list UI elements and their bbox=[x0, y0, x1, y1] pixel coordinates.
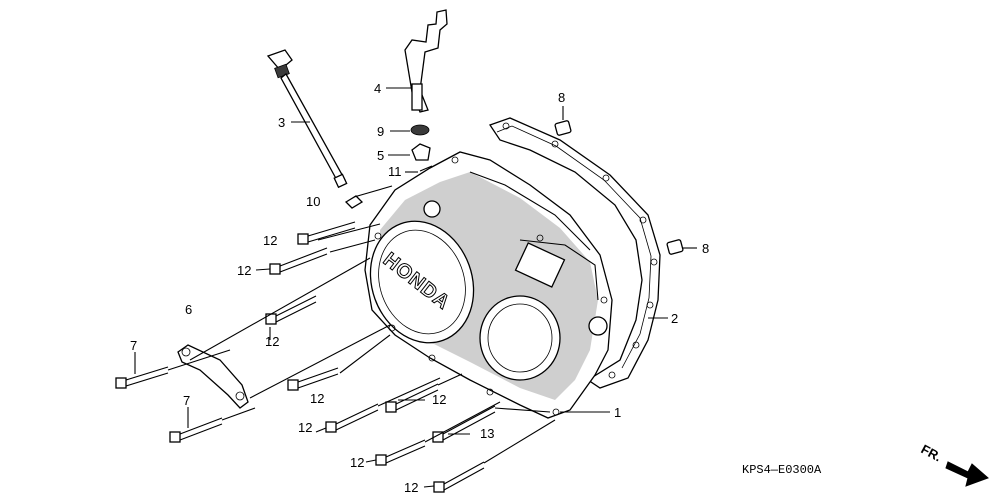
front-label: FR. bbox=[919, 441, 945, 464]
callout-3: 3 bbox=[278, 115, 285, 130]
leader-lines bbox=[134, 87, 697, 488]
callout-11: 11 bbox=[388, 164, 402, 179]
callout-labels: 3 4 9 5 11 10 8 8 2 1 6 7 7 12 12 12 12 … bbox=[130, 81, 709, 495]
bolts bbox=[115, 221, 496, 493]
bolt-13 bbox=[432, 405, 496, 443]
callout-7a: 7 bbox=[130, 338, 137, 353]
grommet-5 bbox=[411, 143, 431, 161]
callout-10: 10 bbox=[306, 194, 320, 209]
callout-1: 1 bbox=[614, 405, 621, 420]
cable-holder bbox=[404, 9, 448, 113]
callout-12g: 12 bbox=[350, 455, 364, 470]
callout-4: 4 bbox=[374, 81, 381, 96]
callout-12d: 12 bbox=[310, 391, 324, 406]
callout-8b: 8 bbox=[702, 241, 709, 256]
small-parts bbox=[344, 124, 433, 209]
bolt-12e bbox=[385, 383, 439, 413]
bolt-12f bbox=[325, 403, 379, 433]
front-arrow: FR. bbox=[919, 441, 989, 487]
callout-12c: 12 bbox=[265, 334, 279, 349]
callout-12e: 12 bbox=[432, 392, 446, 407]
pin-11 bbox=[419, 165, 433, 172]
bolt-12c bbox=[265, 295, 317, 325]
callout-12b: 12 bbox=[237, 263, 251, 278]
right-crankcase-cover: HONDA bbox=[364, 151, 613, 419]
bolt-7b bbox=[169, 417, 223, 443]
callout-2: 2 bbox=[671, 311, 678, 326]
callout-7b: 7 bbox=[183, 393, 190, 408]
front-arrow-icon bbox=[945, 461, 989, 487]
dowel-pins bbox=[554, 120, 684, 255]
callout-9: 9 bbox=[377, 124, 384, 139]
callout-12f: 12 bbox=[298, 420, 312, 435]
oil-dipstick bbox=[266, 49, 348, 189]
bolt-12d bbox=[287, 367, 339, 391]
diagram-code: KPS4—E0300A bbox=[742, 463, 822, 477]
bolt-12h bbox=[433, 461, 485, 493]
bolt-12a bbox=[297, 221, 356, 245]
gasket bbox=[488, 117, 661, 389]
callout-6: 6 bbox=[185, 302, 192, 317]
bolt-12b bbox=[269, 247, 328, 275]
callout-8a: 8 bbox=[558, 90, 565, 105]
callout-5: 5 bbox=[377, 148, 384, 163]
washer-10 bbox=[344, 195, 364, 209]
washer-9 bbox=[410, 124, 430, 136]
callout-12h: 12 bbox=[404, 480, 418, 495]
bolt-7a bbox=[115, 366, 169, 389]
bolt-12g bbox=[375, 439, 426, 466]
callout-13: 13 bbox=[480, 426, 494, 441]
callout-12a: 12 bbox=[263, 233, 277, 248]
